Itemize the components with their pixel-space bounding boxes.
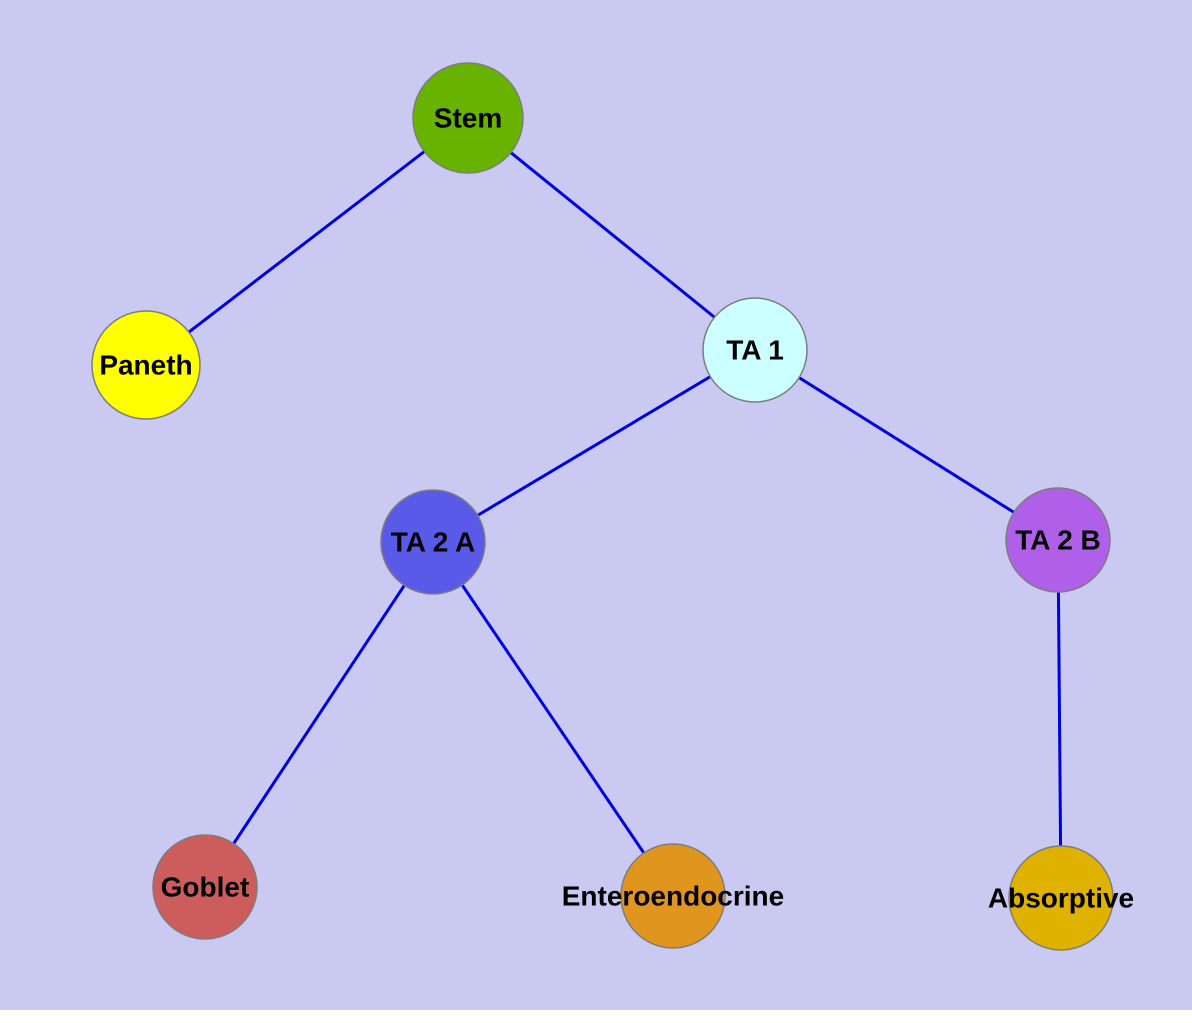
edge-ta-2-a-to-goblet (203, 540, 435, 889)
node-circle-ta-2-a[interactable] (380, 489, 486, 595)
edge-stem-to-paneth (144, 116, 470, 367)
node-circle-ta-1[interactable] (702, 297, 808, 403)
edge-stem-to-ta-1 (466, 116, 757, 352)
edge-ta-1-to-ta-2-a (431, 348, 757, 544)
node-paneth[interactable]: Paneth (91, 310, 201, 420)
node-stem[interactable]: Stem (412, 62, 524, 174)
node-circle-stem[interactable] (412, 62, 524, 174)
node-ta-2-a[interactable]: TA 2 A (380, 489, 486, 595)
node-circle-goblet[interactable] (152, 834, 258, 940)
node-circle-absorptive[interactable] (1008, 845, 1114, 951)
node-ta-2-b[interactable]: TA 2 B (1005, 487, 1111, 593)
node-goblet[interactable]: Goblet (152, 834, 258, 940)
node-enteroendocrine[interactable]: Enteroendocrine (562, 843, 784, 949)
node-circle-enteroendocrine[interactable] (620, 843, 726, 949)
edge-ta-2-b-to-absorptive (1056, 538, 1063, 900)
edge-ta-2-a-to-enteroendocrine (431, 540, 675, 898)
node-circle-ta-2-b[interactable] (1005, 487, 1111, 593)
node-circle-paneth[interactable] (91, 310, 201, 420)
node-absorptive[interactable]: Absorptive (988, 845, 1134, 951)
edge-ta-1-to-ta-2-b (753, 348, 1060, 542)
node-ta-1[interactable]: TA 1 (702, 297, 808, 403)
